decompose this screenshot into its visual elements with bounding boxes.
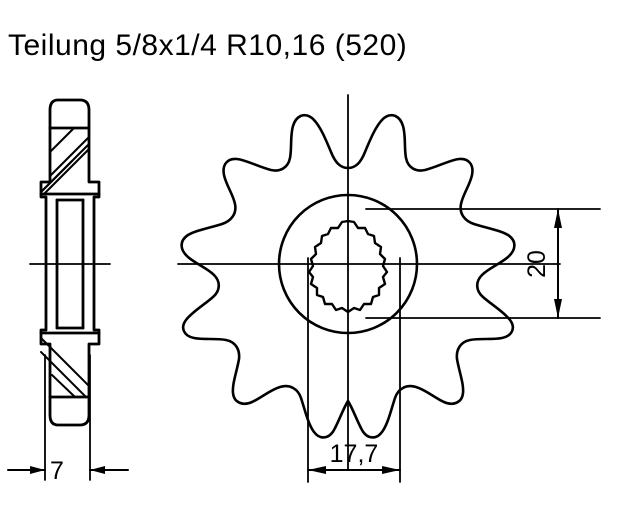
bore-height-arrow-bottom bbox=[554, 299, 562, 318]
drawing-title: Teilung 5/8x1/4 R10,16 (520) bbox=[8, 29, 407, 62]
front-sprocket-view: 20 17,7 bbox=[177, 94, 601, 483]
side-section-view: 7 bbox=[7, 98, 129, 485]
thickness-dimension-label: 7 bbox=[50, 457, 64, 485]
bore-height-arrow-top bbox=[554, 209, 562, 228]
bore-width-dimension-label: 17,7 bbox=[330, 440, 379, 468]
section-hatching-upper-flange bbox=[41, 160, 73, 192]
thickness-arrow-right bbox=[90, 466, 105, 474]
section-outer-profile bbox=[39, 98, 101, 427]
bore-width-arrow-left bbox=[308, 466, 326, 474]
thickness-arrow-left bbox=[30, 466, 45, 474]
bore-height-dimension-label: 20 bbox=[523, 250, 551, 278]
bore-width-arrow-right bbox=[382, 466, 400, 474]
section-hatching-lower bbox=[40, 337, 89, 398]
